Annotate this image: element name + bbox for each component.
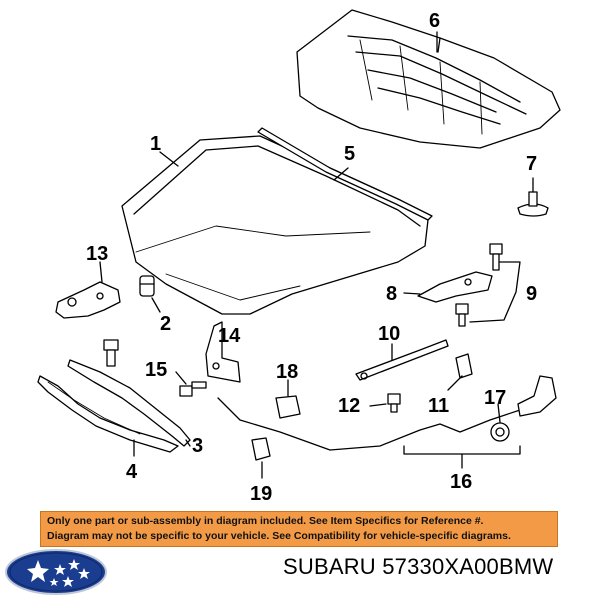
callout-8: 8 bbox=[386, 283, 397, 305]
callout-19: 19 bbox=[250, 483, 272, 505]
callout-9: 9 bbox=[526, 283, 537, 305]
callout-12: 12 bbox=[338, 395, 360, 417]
clip-part-18 bbox=[275, 395, 301, 419]
compatibility-notice: Only one part or sub-assembly in diagram… bbox=[40, 511, 558, 547]
bolt-part-12 bbox=[387, 393, 401, 413]
callout-1: 1 bbox=[150, 133, 161, 155]
leader-8 bbox=[403, 292, 421, 295]
leader-5 bbox=[333, 167, 349, 181]
leader-12 bbox=[369, 403, 387, 407]
callout-7: 7 bbox=[526, 153, 537, 175]
leader-13 bbox=[99, 261, 103, 283]
leader-3 bbox=[185, 439, 191, 447]
callout-14: 14 bbox=[218, 325, 241, 347]
callout-4: 4 bbox=[126, 461, 138, 483]
support-rod-part-10 bbox=[355, 339, 449, 381]
notice-line-2: Diagram may not be specific to your vehi… bbox=[47, 530, 511, 542]
callout-6: 6 bbox=[429, 10, 440, 32]
callout-11: 11 bbox=[428, 395, 449, 417]
subaru-logo-icon bbox=[5, 549, 107, 595]
stay-holder-part-11 bbox=[455, 353, 473, 379]
leader-9 bbox=[469, 261, 521, 323]
front-seal-part-3 bbox=[67, 359, 191, 447]
callout-2: 2 bbox=[160, 313, 171, 335]
callout-5: 5 bbox=[344, 143, 355, 165]
clip-part-7 bbox=[517, 191, 549, 217]
part-number-label: SUBARU 57330XA00BMW bbox=[283, 554, 554, 579]
leader-16 bbox=[403, 445, 521, 469]
callout-18: 18 bbox=[276, 361, 298, 383]
leader-15 bbox=[175, 371, 187, 385]
hood-panel-part-1 bbox=[121, 135, 429, 315]
callout-15: 15 bbox=[145, 359, 167, 381]
callout-10: 10 bbox=[378, 323, 400, 345]
clip-part-19 bbox=[251, 437, 271, 461]
leader-1 bbox=[159, 151, 179, 167]
leader-17 bbox=[497, 403, 501, 423]
callout-3: 3 bbox=[192, 435, 203, 457]
hood-insulator-part-6 bbox=[296, 9, 561, 149]
release-cable-part-16 bbox=[217, 375, 557, 451]
leader-2 bbox=[151, 297, 161, 313]
bolt-part-15 bbox=[103, 339, 207, 397]
hood-parts-diagram: 1 2 3 4 5 6 7 8 9 10 11 12 13 14 15 16 1… bbox=[37, 9, 561, 505]
grommet-part-17 bbox=[490, 422, 510, 442]
bolts-part-9 bbox=[455, 243, 503, 327]
hood-hinge-part-8 bbox=[417, 271, 493, 303]
callout-13: 13 bbox=[86, 243, 108, 265]
leader-11 bbox=[447, 375, 463, 391]
lock-bracket-part-14 bbox=[205, 321, 241, 383]
hood-hinge-part-13 bbox=[55, 281, 121, 319]
bumper-stop-part-2 bbox=[139, 275, 155, 297]
hood-seal-part-5 bbox=[257, 127, 433, 221]
lower-seal-part-4 bbox=[37, 375, 179, 453]
notice-line-1: Only one part or sub-assembly in diagram… bbox=[47, 515, 484, 527]
callout-17: 17 bbox=[484, 387, 506, 409]
callout-16: 16 bbox=[450, 471, 472, 493]
